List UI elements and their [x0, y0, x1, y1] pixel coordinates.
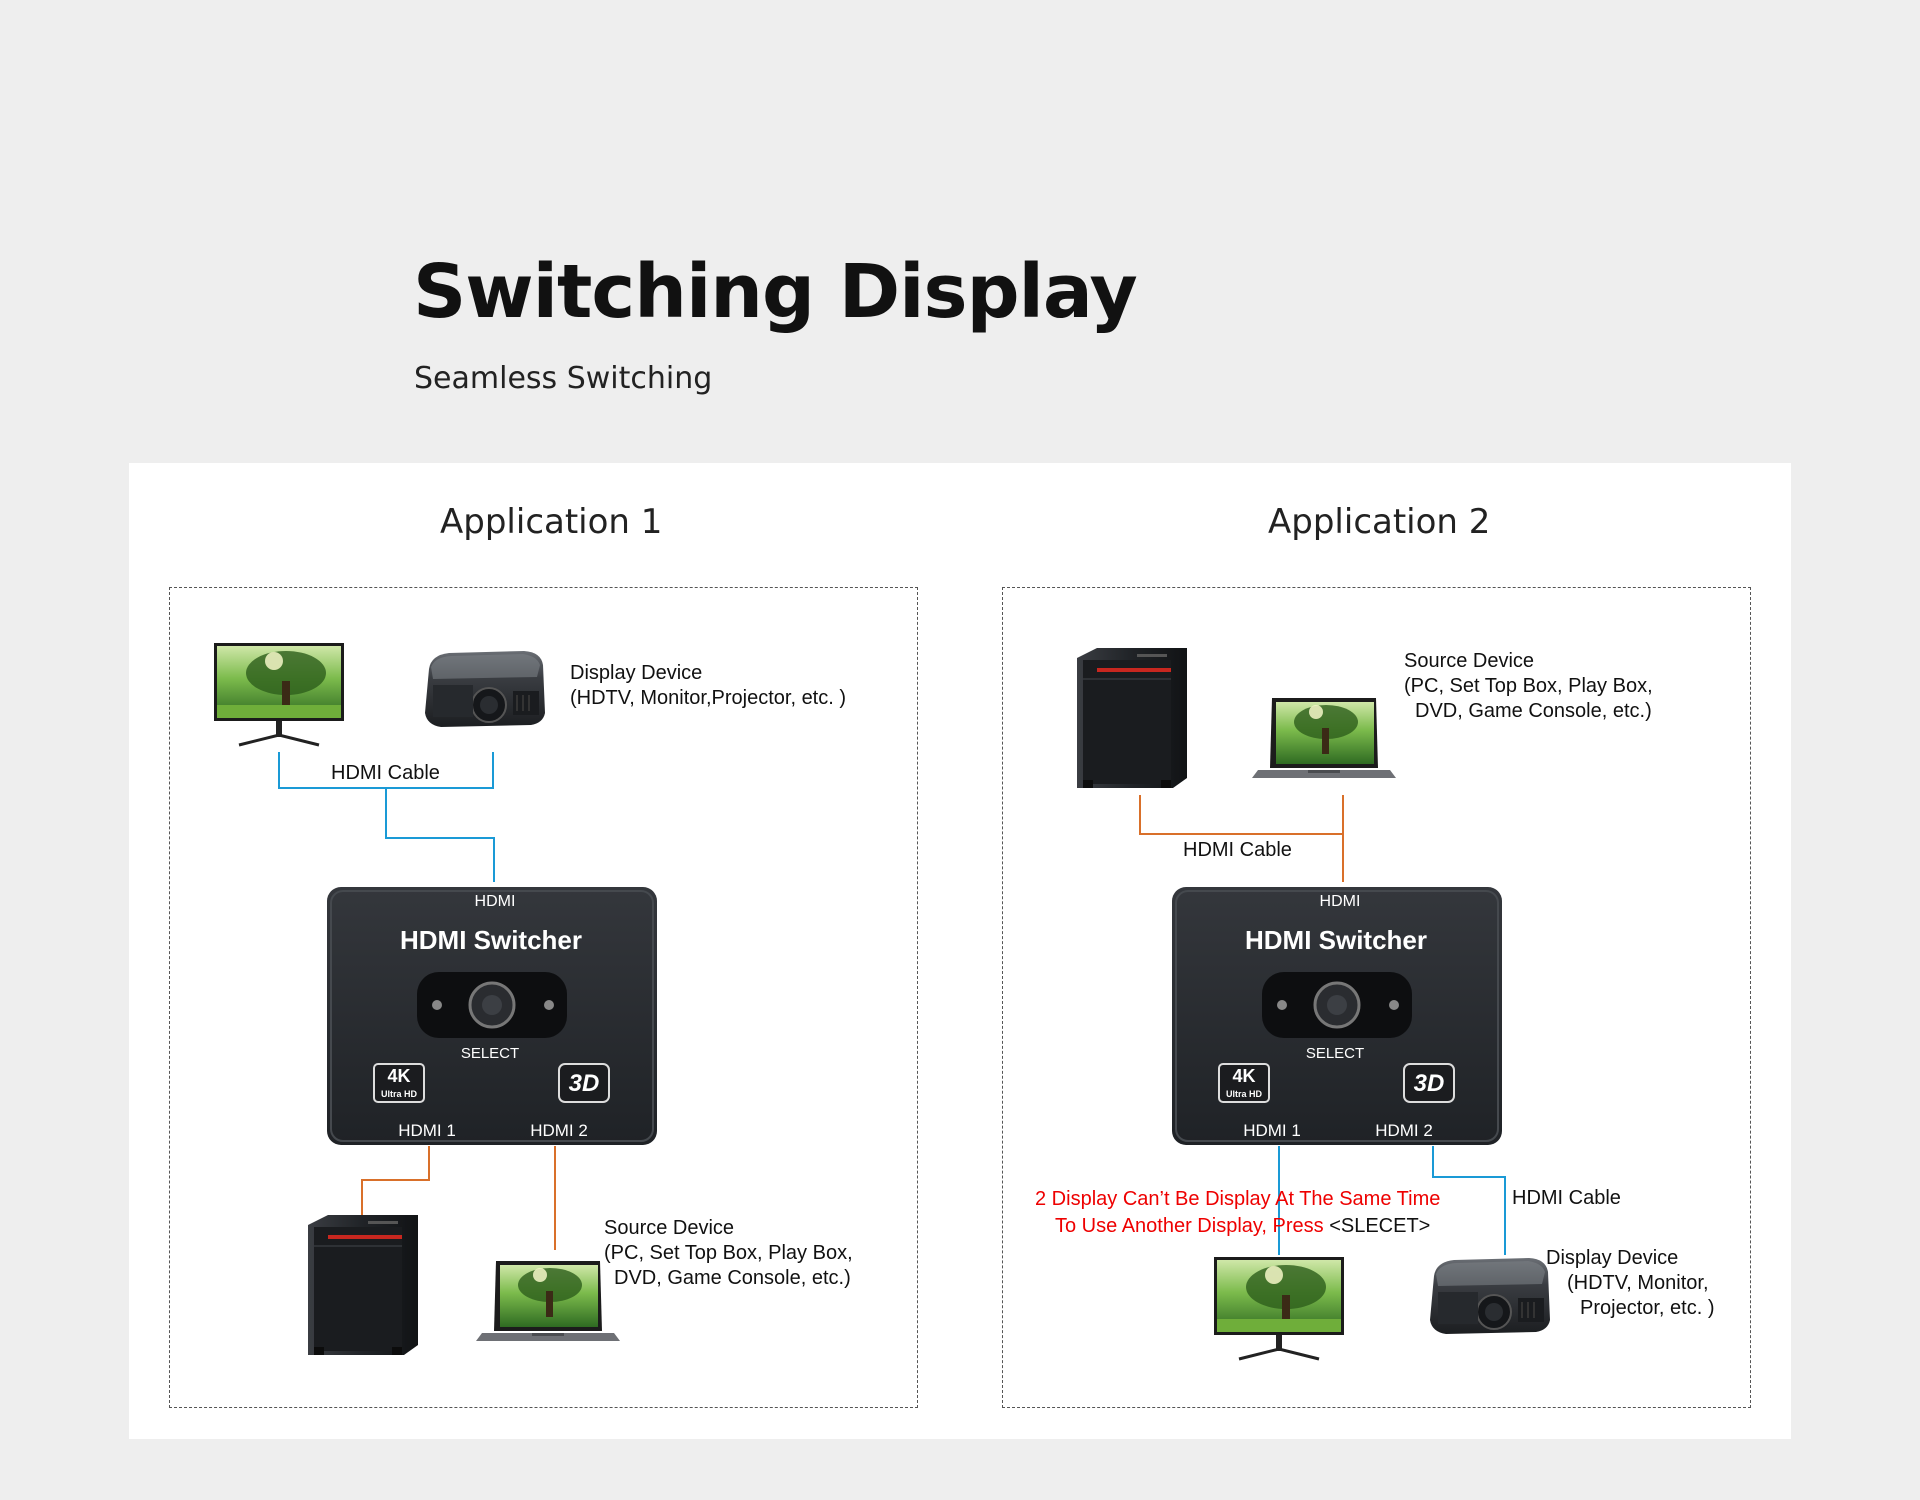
app2-badge-4k: 4K	[1232, 1066, 1255, 1086]
app2-badge-4k-sub: Ultra HD	[1226, 1089, 1263, 1099]
app2-switcher-select-label: SELECT	[1306, 1045, 1364, 1062]
app2-projector-icon	[1429, 1257, 1551, 1335]
app1-projector-icon	[424, 650, 546, 728]
application-2-frame	[1002, 587, 1751, 1408]
application-1-frame	[169, 587, 918, 1408]
app1-display-device-label: Display Device	[570, 662, 703, 684]
app2-monitor-icon	[1212, 1255, 1346, 1361]
app1-source-device-label: Source Device	[604, 1217, 735, 1239]
app2-hdmi-cable-label-bottom: HDMI Cable	[1512, 1187, 1621, 1209]
app2-warning-text: To Use Another Display, Press	[1055, 1215, 1324, 1237]
app1-pc-tower-icon	[308, 1215, 418, 1355]
app2-warning-key: <SLECET>	[1329, 1215, 1431, 1237]
app2-laptop-icon	[1252, 698, 1396, 778]
application-1-title: Application 1	[440, 502, 663, 542]
app2-switcher-port-2: HDMI 2	[1375, 1121, 1433, 1140]
app2-switcher-labels: HDMI HDMI Switcher SELECT 4K Ultra HD 3D…	[1226, 893, 1444, 1140]
app1-switcher-port-top: HDMI	[475, 893, 516, 910]
app2-pc-tower-icon	[1077, 648, 1187, 788]
app2-warning-line-1: 2 Display Can’t Be Display At The Same T…	[1035, 1188, 1441, 1210]
app1-switcher-labels: HDMI HDMI Switcher SELECT 4K Ultra HD 3D…	[381, 893, 599, 1140]
app1-source-device-examples-2: DVD, Game Console, etc.)	[614, 1267, 851, 1289]
app1-switcher-brand: HDMI Switcher	[400, 925, 582, 955]
app1-connection-lines	[278, 752, 556, 1250]
app2-switcher-port-top: HDMI	[1320, 893, 1361, 910]
app1-display-device-examples: (HDTV, Monitor,Projector, etc. )	[570, 687, 847, 709]
app2-source-device-examples-2: DVD, Game Console, etc.)	[1415, 700, 1652, 722]
app1-switcher-port-1: HDMI 1	[398, 1121, 456, 1140]
page-title: Switching Display	[413, 249, 1138, 335]
app2-warning-line-2: To Use Another Display, Press <SLECET>	[1055, 1214, 1430, 1239]
app2-switcher-port-1: HDMI 1	[1243, 1121, 1301, 1140]
page-subtitle: Seamless Switching	[414, 361, 713, 396]
app1-laptop-icon	[476, 1261, 620, 1341]
app1-switcher-port-2: HDMI 2	[530, 1121, 588, 1140]
application-2-title: Application 2	[1268, 502, 1491, 542]
app1-badge-4k-sub: Ultra HD	[381, 1089, 418, 1099]
app2-display-device-examples-1: (HDTV, Monitor,	[1567, 1272, 1709, 1294]
app2-connection-lines	[1139, 795, 1506, 1255]
app1-badge-3d: 3D	[569, 1070, 600, 1097]
app2-source-device-label: Source Device	[1404, 650, 1535, 672]
app2-display-device-examples-2: Projector, etc. )	[1580, 1297, 1715, 1319]
app2-source-device-examples-1: (PC, Set Top Box, Play Box,	[1404, 675, 1653, 697]
app2-hdmi-cable-label-top: HDMI Cable	[1183, 839, 1292, 861]
app1-hdmi-cable-label: HDMI Cable	[331, 762, 440, 784]
app1-source-device-examples-1: (PC, Set Top Box, Play Box,	[604, 1242, 853, 1264]
app1-badge-4k: 4K	[387, 1066, 410, 1086]
app1-switcher-select-label: SELECT	[461, 1045, 519, 1062]
app2-switcher-brand: HDMI Switcher	[1245, 925, 1427, 955]
app2-display-device-label: Display Device	[1546, 1247, 1679, 1269]
app2-badge-3d: 3D	[1414, 1070, 1445, 1097]
app1-monitor-icon	[212, 641, 346, 747]
